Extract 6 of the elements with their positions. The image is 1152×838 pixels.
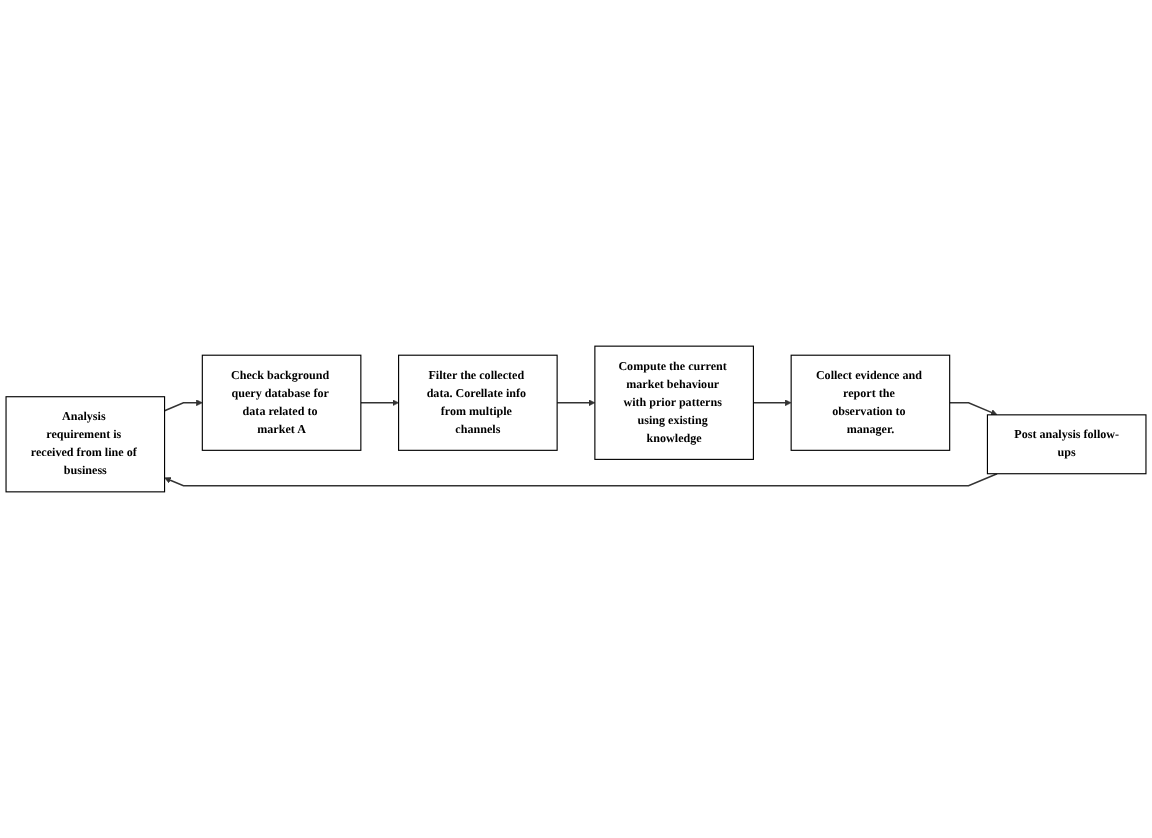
arrow — [556, 399, 596, 407]
arrow — [948, 402, 998, 416]
arrow — [752, 399, 792, 407]
arrow — [163, 399, 203, 412]
arrow — [360, 399, 399, 407]
arrow — [164, 472, 998, 487]
